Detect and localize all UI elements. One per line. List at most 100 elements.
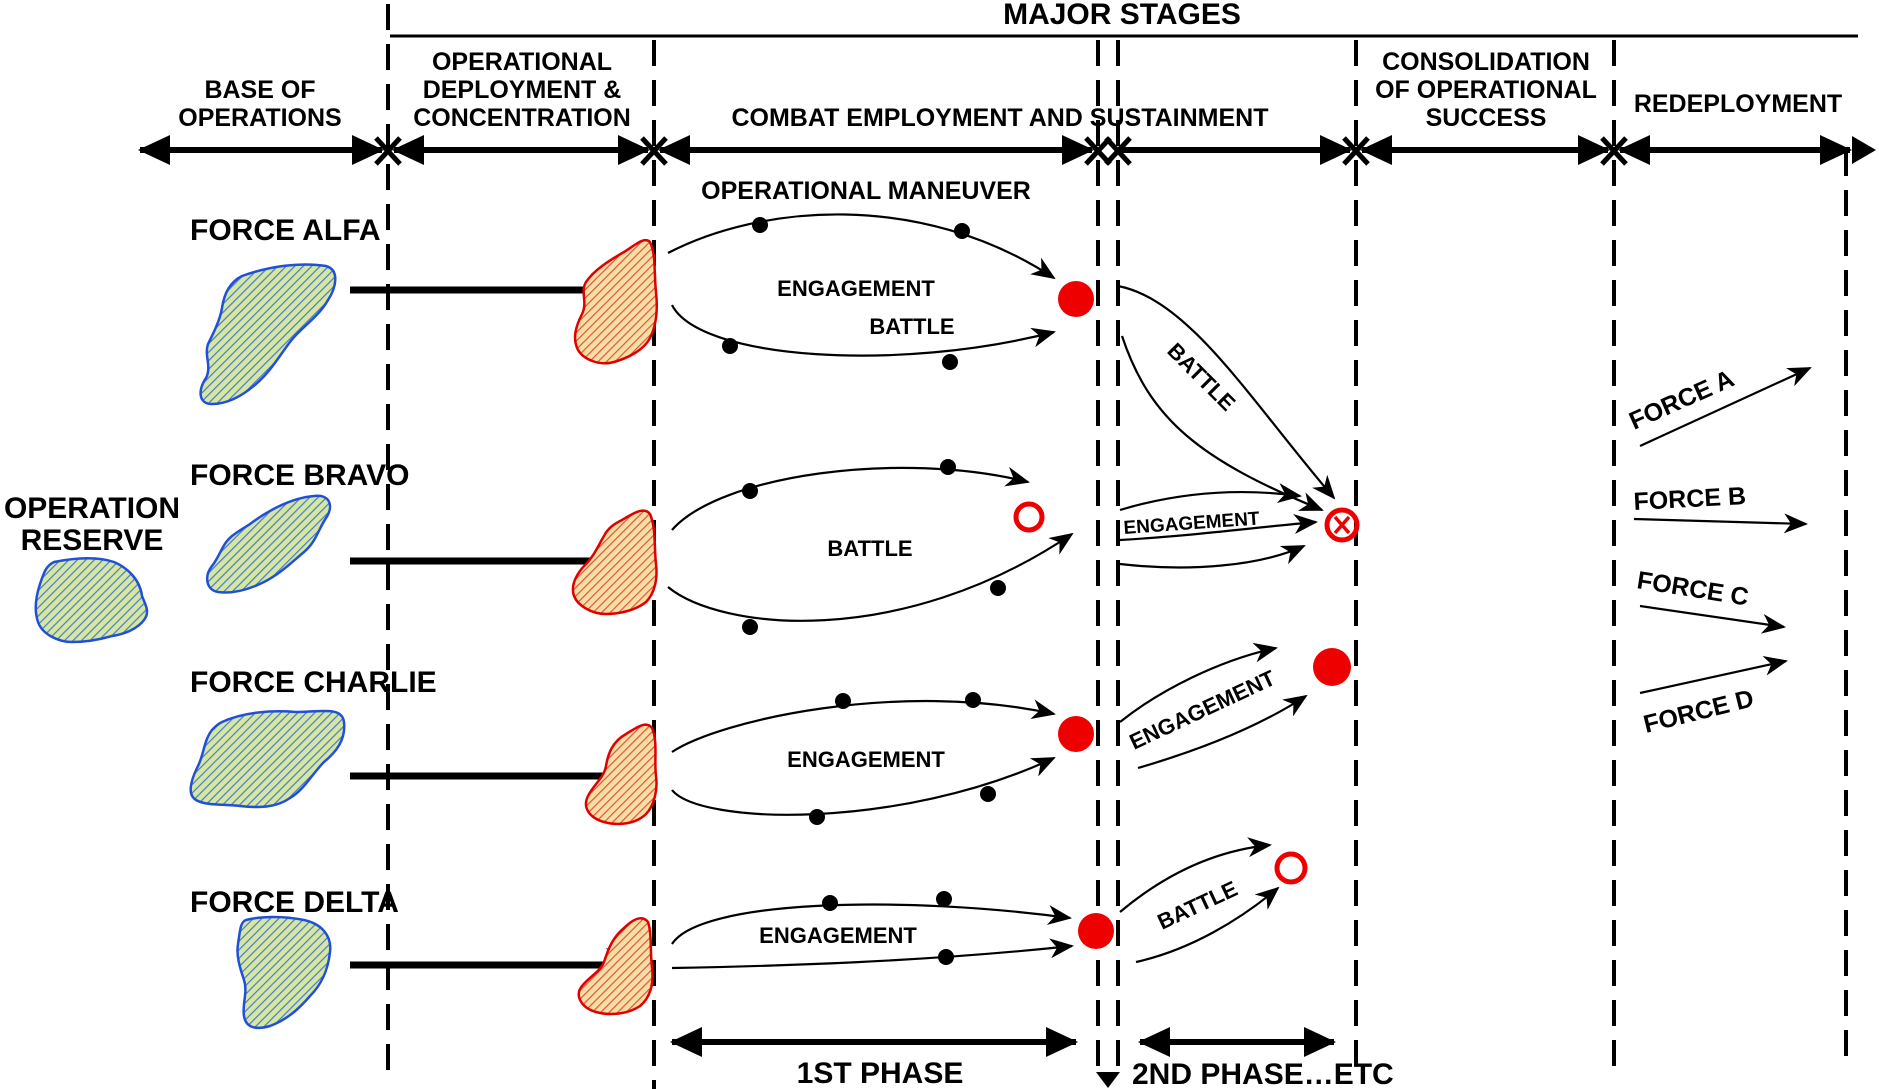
charlie-phase2-arc-a xyxy=(1119,642,1278,723)
alfa-upper-arc xyxy=(667,213,1056,280)
objective-consolidation-delta xyxy=(1274,851,1308,885)
redeploy-force-b-label: FORCE B xyxy=(1633,482,1747,516)
delta-upper-arc xyxy=(671,903,1072,945)
force-charlie-area xyxy=(189,709,346,809)
objective-consolidation-bravo xyxy=(1324,507,1360,543)
redeploy-force-c-label: FORCE C xyxy=(1635,566,1750,611)
stage-redeployment-label: REDEPLOYMENT xyxy=(1634,90,1842,118)
waypoint-dot xyxy=(742,619,758,635)
delta-phase2-arc-a xyxy=(1119,837,1272,913)
reserve-label-2: RESERVE xyxy=(21,524,164,557)
force-bravo-area xyxy=(205,494,332,594)
x-mark xyxy=(374,136,402,166)
bravo-phase2-arc-c xyxy=(1119,544,1306,569)
waypoint-dot xyxy=(822,895,838,911)
stage-combat-label: COMBAT EMPLOYMENT AND SUSTAINMENT xyxy=(731,104,1268,132)
stage-consolidation-label-3: SUCCESS xyxy=(1426,104,1547,132)
redeploy-arrow-force-c xyxy=(1639,604,1786,634)
delta-phase2-arc-b xyxy=(1135,886,1280,964)
redeployment-group: FORCE A FORCE B FORCE C FORCE D xyxy=(1625,365,1812,739)
concentration-area-bravo xyxy=(571,509,658,616)
stage-deployment-label-1: OPERATIONAL xyxy=(432,48,612,76)
objective-achieved-delta xyxy=(1078,913,1114,949)
stage-base-label-2: OPERATIONS xyxy=(178,104,341,132)
bravo-battle-label: BATTLE xyxy=(827,536,912,561)
force-delta-area xyxy=(236,915,332,1030)
first-phase-label: 1ST PHASE xyxy=(797,1057,964,1089)
waypoint-dot xyxy=(938,949,954,965)
redeploy-arrow-force-a xyxy=(1639,367,1812,447)
stage-arrows xyxy=(138,135,1876,165)
concentration-area-charlie xyxy=(584,723,658,826)
bravo-upper-arc xyxy=(671,466,1030,531)
stage-consolidation-label-2: OF OPERATIONAL xyxy=(1375,76,1597,104)
charlie-engagement-label: ENGAGEMENT xyxy=(787,747,945,772)
waypoint-dot xyxy=(954,223,970,239)
alfa-battle-2-label: BATTLE xyxy=(1162,338,1240,416)
redeploy-arrow-force-b xyxy=(1633,513,1808,534)
waypoint-dot xyxy=(940,459,956,475)
stage-deployment-label-2: DEPLOYMENT & xyxy=(423,76,622,104)
stage-boundary-x-marks xyxy=(374,136,1628,166)
waypoint-dot xyxy=(742,483,758,499)
stage-consolidation-label-1: CONSOLIDATION xyxy=(1382,48,1590,76)
redeploy-force-a-label: FORCE A xyxy=(1625,365,1738,436)
reserve-label-1: OPERATION xyxy=(4,492,180,525)
bravo-phase2-arc-b xyxy=(1119,514,1318,542)
redeploy-force-d-label: FORCE D xyxy=(1641,684,1757,738)
waypoint-dot xyxy=(752,217,768,233)
alfa-lower-arc xyxy=(671,304,1056,357)
stage-base-label-1: BASE OF xyxy=(204,76,315,104)
charlie-engagement-2-label: ENGAGEMENT xyxy=(1126,665,1280,755)
alfa-engagement-label: ENGAGEMENT xyxy=(777,276,935,301)
concentration-areas xyxy=(571,238,658,1016)
waypoint-dot xyxy=(980,786,996,802)
objective-not-achieved-bravo xyxy=(1013,501,1045,533)
force-bravo-label: FORCE BRAVO xyxy=(190,459,409,492)
waypoint-dot xyxy=(835,693,851,709)
operation-reserve-area xyxy=(34,557,149,644)
concentration-area-delta xyxy=(577,917,654,1016)
x-mark xyxy=(640,136,668,166)
waypoint-dot xyxy=(722,338,738,354)
delta-battle-2-label: BATTLE xyxy=(1154,876,1242,935)
phase-indicators: 1ST PHASE 2ND PHASE…ETC xyxy=(670,1027,1394,1089)
x-mark xyxy=(1104,136,1132,166)
waypoint-dot xyxy=(990,580,1006,596)
charlie-phase2-arc-b xyxy=(1137,694,1308,770)
alfa-phase2-arc-a xyxy=(1117,284,1336,500)
delta-maneuver: ENGAGEMENT BATTLE xyxy=(671,837,1308,970)
stage-deployment-label-3: CONCENTRATION xyxy=(413,104,631,132)
waypoint-dot xyxy=(942,354,958,370)
operational-maneuver-label: OPERATIONAL MANEUVER xyxy=(701,177,1031,205)
second-phase-label: 2ND PHASE…ETC xyxy=(1132,1058,1394,1089)
objective-achieved-alfa xyxy=(1058,281,1094,317)
force-delta-label: FORCE DELTA xyxy=(190,886,399,919)
x-mark xyxy=(1600,136,1628,166)
redeploy-arrow-force-d xyxy=(1639,655,1788,695)
force-blobs xyxy=(34,263,346,1030)
objective-consolidation-charlie xyxy=(1313,648,1351,686)
major-stages-title: MAJOR STAGES xyxy=(1003,0,1241,31)
delta-lower-arc xyxy=(671,938,1074,970)
phase-down-marker xyxy=(1096,1072,1120,1088)
bravo-phase2-arc-a xyxy=(1119,483,1302,512)
charlie-maneuver: ENGAGEMENT ENGAGEMENT xyxy=(671,642,1351,825)
alfa-maneuver: ENGAGEMENT BATTLE BATTLE xyxy=(667,213,1336,512)
force-alfa-label: FORCE ALFA xyxy=(190,214,381,247)
bravo-lower-arc xyxy=(667,532,1074,622)
charlie-upper-arc xyxy=(671,699,1056,753)
approach-arrows xyxy=(350,273,650,982)
alfa-battle-label: BATTLE xyxy=(869,314,954,339)
bravo-maneuver: BATTLE ENGAGEMENT xyxy=(667,459,1360,635)
force-alfa-area xyxy=(199,263,337,406)
concentration-area-alfa xyxy=(573,238,658,365)
delta-engagement-label: ENGAGEMENT xyxy=(759,923,917,948)
stage-arrow-end-head xyxy=(1852,136,1876,164)
waypoint-dot xyxy=(809,809,825,825)
waypoint-dot xyxy=(965,692,981,708)
x-mark xyxy=(1342,136,1370,166)
waypoint-dot xyxy=(936,891,952,907)
force-charlie-label: FORCE CHARLIE xyxy=(190,666,437,699)
